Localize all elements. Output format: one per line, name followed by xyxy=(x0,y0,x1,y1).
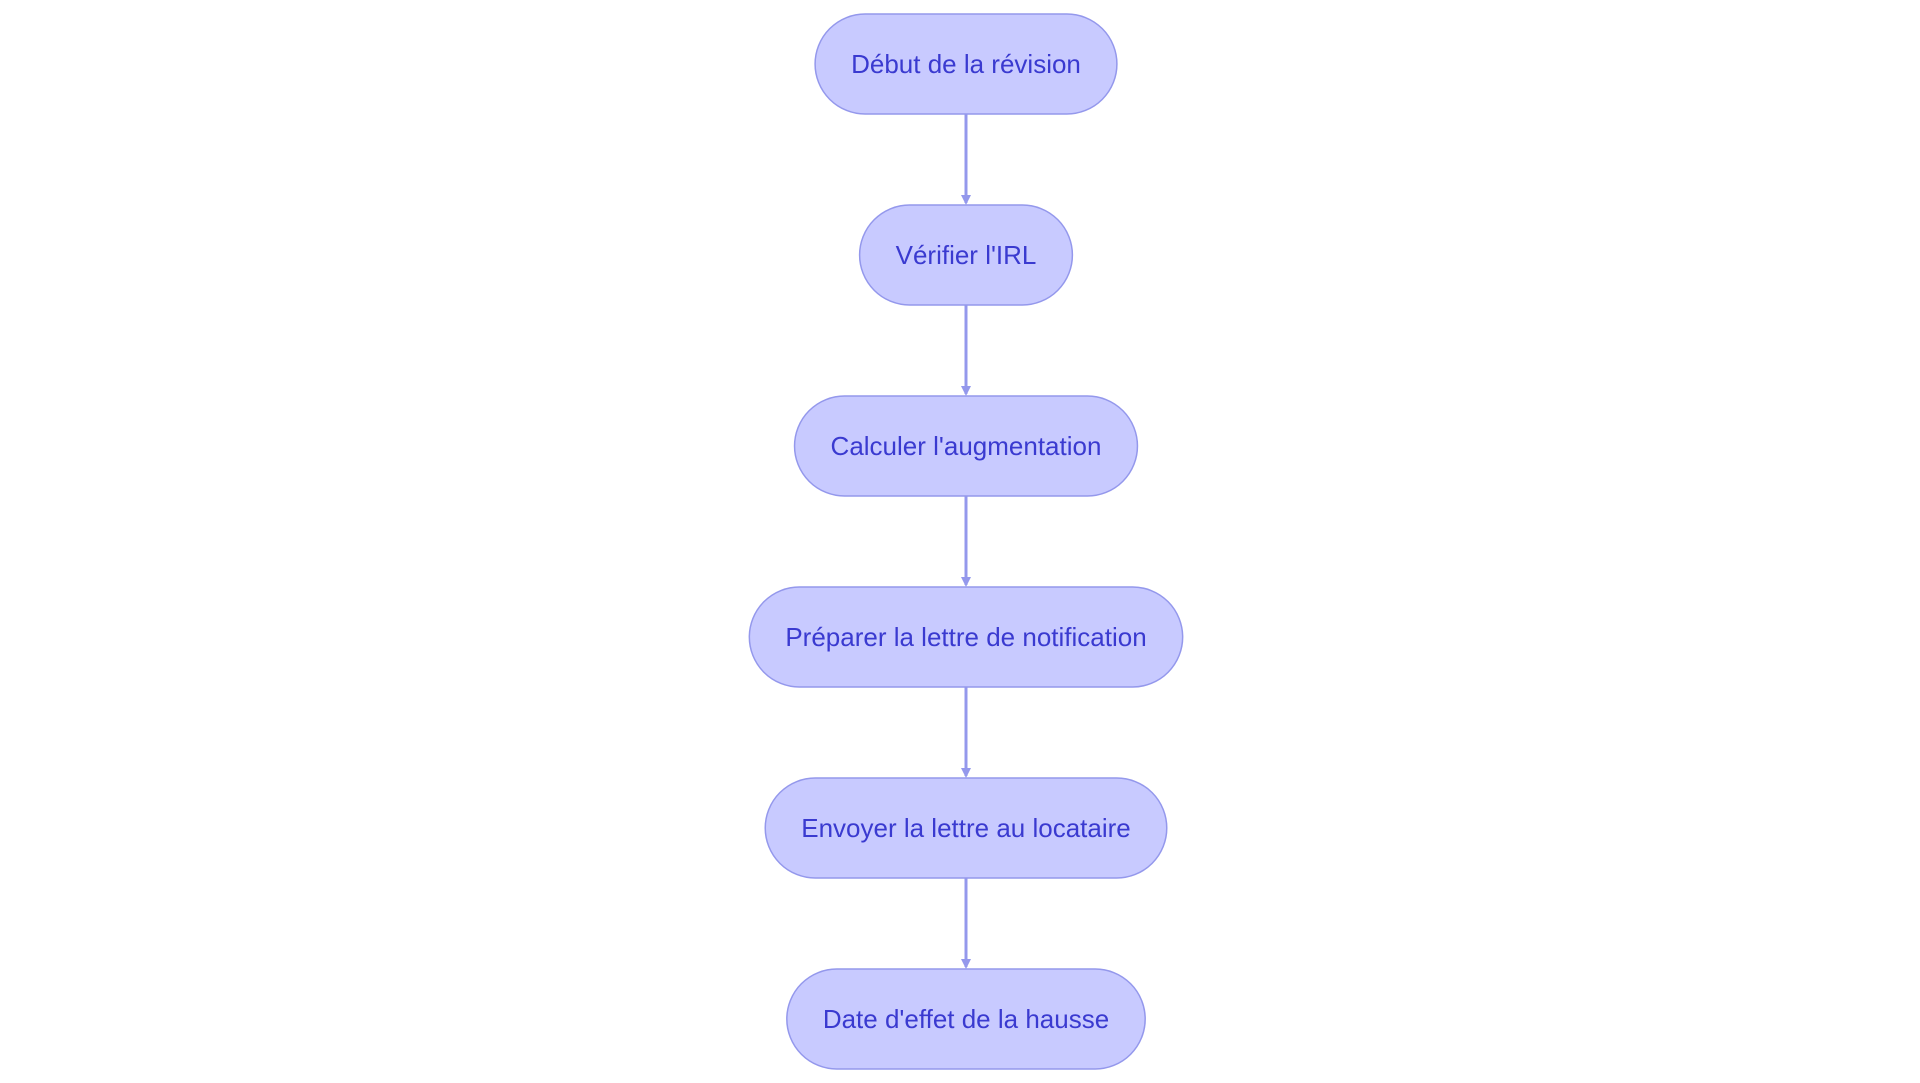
flow-node-label: Début de la révision xyxy=(851,49,1081,79)
flow-node-shape xyxy=(786,968,1146,1070)
flow-node-label: Envoyer la lettre au locataire xyxy=(801,813,1131,843)
flow-node-label: Calculer l'augmentation xyxy=(831,431,1102,461)
flow-node-label: Vérifier l'IRL xyxy=(896,240,1037,270)
flow-node-shape xyxy=(764,777,1168,879)
flow-node-5: Envoyer la lettre au locataire xyxy=(764,777,1168,879)
flow-node-2: Vérifier l'IRL xyxy=(858,204,1074,306)
flow-node-shape xyxy=(793,395,1139,497)
flow-node-6: Date d'effet de la hausse xyxy=(786,968,1146,1070)
flow-node-label: Date d'effet de la hausse xyxy=(823,1004,1109,1034)
flow-node-1: Début de la révision xyxy=(814,13,1118,115)
flow-node-shape xyxy=(858,204,1074,306)
flow-node-shape xyxy=(748,586,1184,688)
flow-node-3: Calculer l'augmentation xyxy=(793,395,1139,497)
flow-node-4: Préparer la lettre de notification xyxy=(748,586,1184,688)
flow-node-shape xyxy=(814,13,1118,115)
flow-node-label: Préparer la lettre de notification xyxy=(785,622,1146,652)
